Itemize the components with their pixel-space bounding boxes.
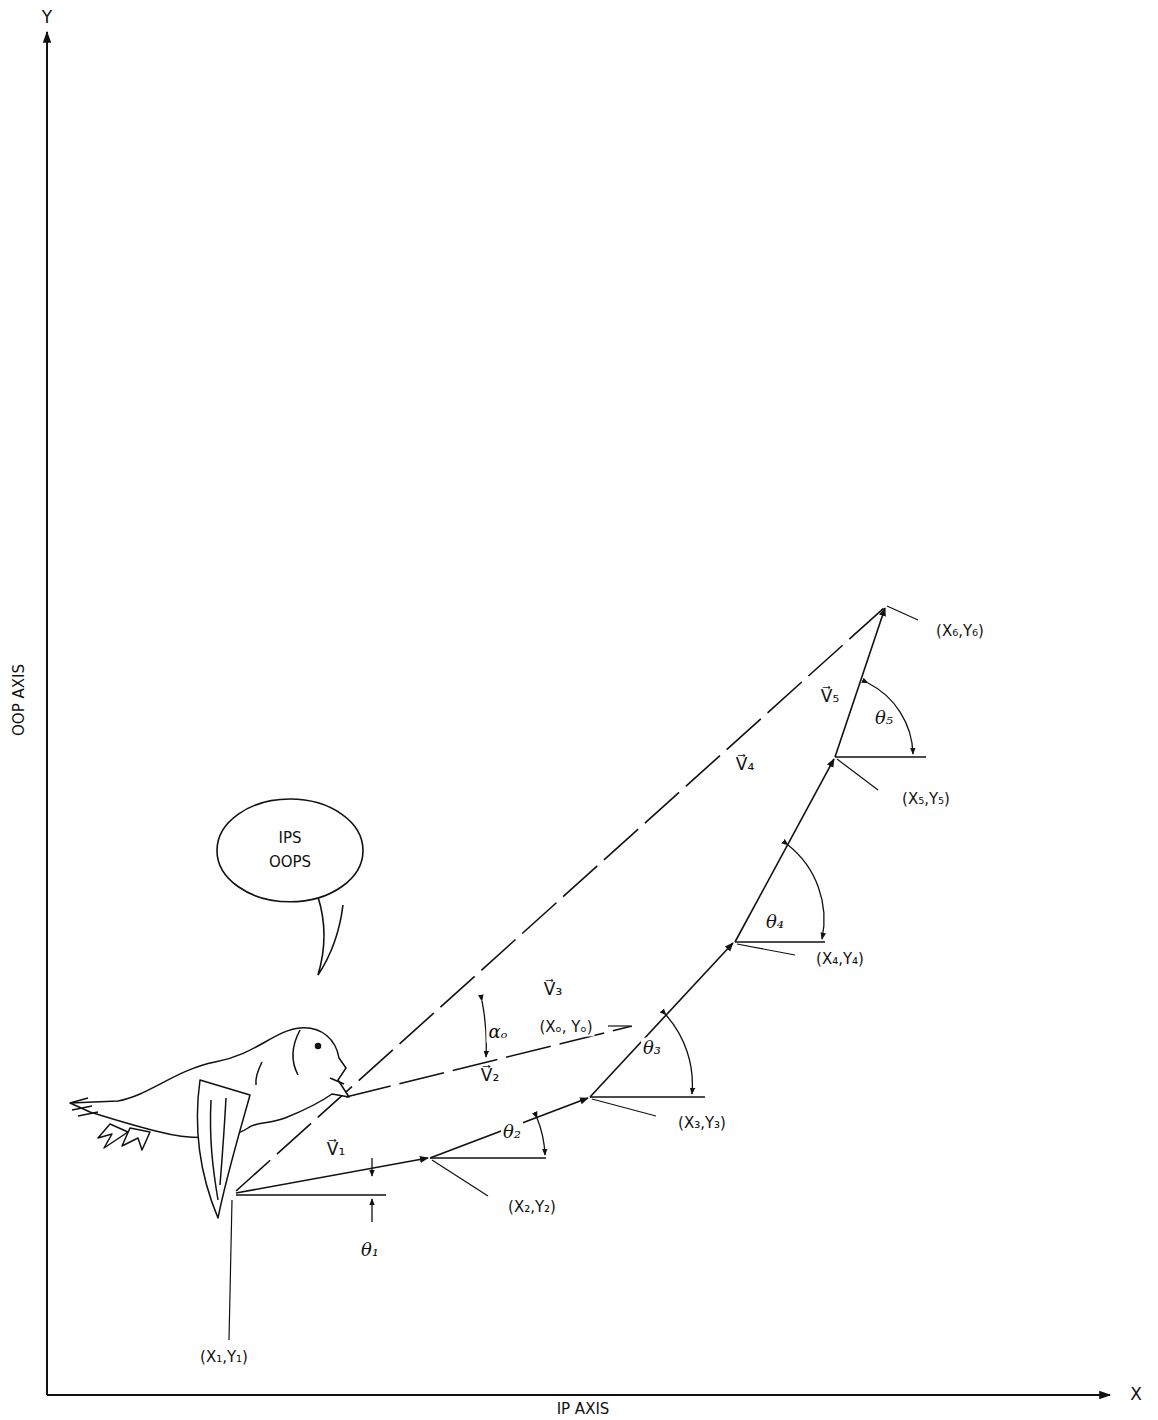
- vectors: [236, 608, 885, 1193]
- angle-arcs: [372, 683, 913, 1222]
- point-label: (X₂,Y₂): [506, 1199, 558, 1216]
- point-label: (X₅,Y₅): [900, 791, 952, 808]
- axis-letter: X: [1128, 1385, 1144, 1405]
- angle-label: θ₄: [764, 912, 786, 933]
- axis-title: IP AXIS: [555, 1401, 612, 1418]
- vector-label: V⃗₅: [819, 687, 841, 707]
- vector-label: V⃗₁: [325, 1140, 347, 1160]
- dashed-lines: [236, 608, 884, 1191]
- duck-illustration: [70, 1028, 349, 1218]
- axis-letter: Y: [40, 8, 54, 28]
- angle-label: θ₅: [873, 708, 895, 729]
- axis-title: OOP AXIS: [11, 662, 28, 738]
- bubble-outline: [215, 797, 365, 904]
- point-label: (X₄,Y₄): [814, 951, 866, 968]
- bubble-text: IPS OOPS: [269, 826, 311, 874]
- point-label: (X₁,Y₁): [198, 1349, 250, 1366]
- leader-lines: [229, 606, 918, 1340]
- vector-label: V⃗₄: [734, 755, 756, 775]
- angle-label: θ₂: [501, 1122, 523, 1143]
- axes: [47, 32, 1110, 1395]
- angle-label: θ₃: [641, 1038, 663, 1059]
- bubble-tail: [318, 897, 343, 975]
- vector-label: V⃗₂: [479, 1066, 501, 1086]
- angle-label: αₒ: [486, 1022, 509, 1043]
- vector-label: V⃗₃: [542, 980, 564, 1000]
- point-label: (X₆,Y₆): [934, 623, 986, 640]
- angle-label: θ₁: [359, 1240, 381, 1261]
- point-label: (Xₒ, Yₒ): [537, 1019, 594, 1036]
- point-label: (X₃,Y₃): [676, 1115, 728, 1132]
- speech-bubble: IPS OOPS: [215, 797, 365, 904]
- bubble-ellipse: [217, 799, 363, 902]
